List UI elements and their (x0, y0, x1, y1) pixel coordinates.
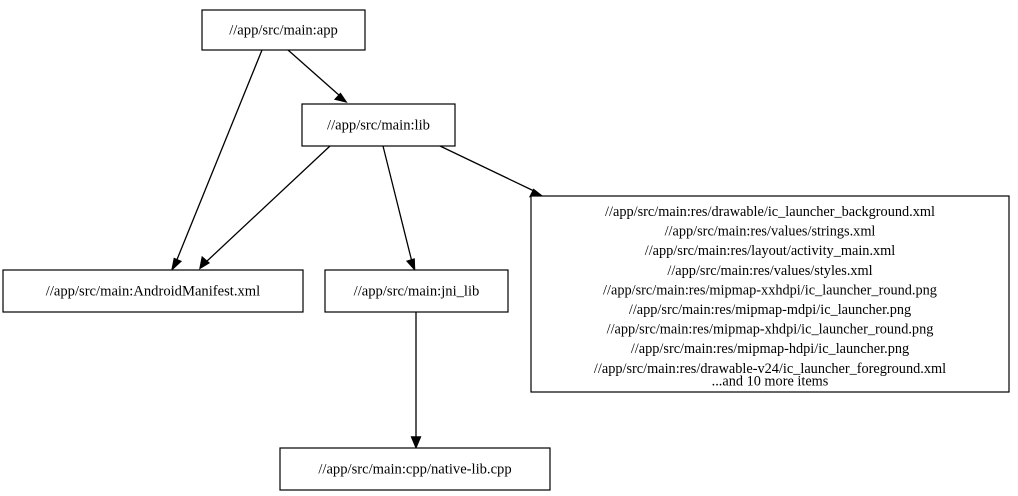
node-android-manifest-box[interactable] (2, 269, 304, 313)
node-resources-box[interactable] (530, 195, 1010, 393)
node-jni-lib[interactable]: //app/src/main:jni_lib (324, 269, 509, 313)
node-resources-line-1: //app/src/main:res/drawable/ic_launcher_… (605, 204, 935, 220)
node-resources-line-5: //app/src/main:res/mipmap-xxhdpi/ic_laun… (603, 282, 937, 298)
node-native-lib-cpp-box[interactable] (279, 447, 551, 491)
edge-app-to-lib (287, 49, 348, 103)
edge-lib-to-jni-lib (382, 145, 416, 272)
graph-edges (171, 49, 543, 450)
node-lib-label: //app/src/main:lib (327, 117, 430, 133)
node-native-lib-cpp[interactable]: //app/src/main:cpp/native-lib.cpp (279, 447, 551, 491)
node-android-manifest-label: //app/src/main:AndroidManifest.xml (46, 283, 260, 299)
node-resources-line-6: //app/src/main:res/mipmap-mdpi/ic_launch… (629, 302, 911, 318)
edge-lib-to-resources (439, 145, 543, 198)
node-android-manifest[interactable]: //app/src/main:AndroidManifest.xml (2, 269, 304, 313)
edge-lib-to-manifest (199, 145, 331, 270)
node-resources-line-4: //app/src/main:res/values/styles.xml (667, 263, 872, 279)
edge-app-to-manifest (171, 49, 263, 272)
node-native-lib-cpp-label: //app/src/main:cpp/native-lib.cpp (318, 461, 511, 477)
node-lib-box[interactable] (301, 103, 456, 147)
node-resources-line-7: //app/src/main:res/mipmap-xhdpi/ic_launc… (607, 322, 934, 338)
graph-nodes: //app/src/main:app //app/src/main:lib //… (2, 9, 1010, 491)
node-resources-line-8: //app/src/main:res/mipmap-hdpi/ic_launch… (631, 341, 909, 357)
node-lib[interactable]: //app/src/main:lib (301, 103, 456, 147)
edge-jni-lib-to-native-lib (410, 312, 422, 450)
node-resources-line-2: //app/src/main:res/values/strings.xml (665, 224, 876, 240)
node-resources-line-10: ...and 10 more items (712, 374, 829, 390)
node-resources-line-3: //app/src/main:res/layout/activity_main.… (645, 243, 896, 259)
node-app[interactable]: //app/src/main:app (201, 9, 366, 51)
node-app-label: //app/src/main:app (229, 22, 338, 38)
node-resources[interactable]: //app/src/main:res/drawable/ic_launcher_… (530, 195, 1010, 393)
node-jni-lib-box[interactable] (324, 269, 509, 313)
node-app-box[interactable] (201, 9, 366, 51)
node-jni-lib-label: //app/src/main:jni_lib (354, 283, 480, 299)
node-resources-line-9: //app/src/main:res/drawable-v24/ic_launc… (594, 361, 946, 377)
